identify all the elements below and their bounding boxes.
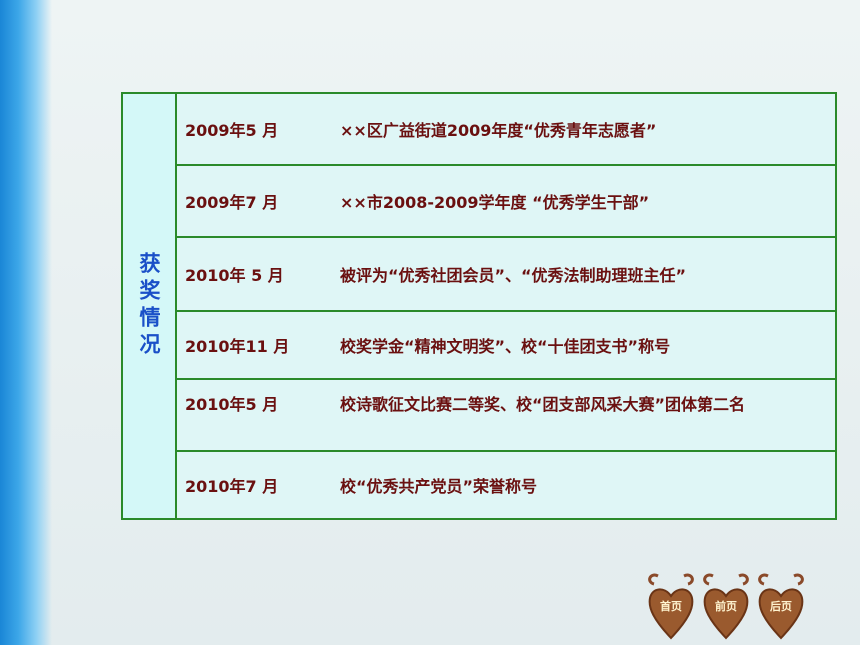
left-accent-bar	[0, 0, 52, 645]
award-date: 2010年 5 月	[185, 266, 284, 285]
award-date: 2010年5 月	[185, 395, 279, 414]
award-description: ××市2008-2009学年度 “优秀学生干部”	[340, 193, 650, 212]
home-button[interactable]: 首页	[644, 568, 698, 644]
award-date: 2010年11 月	[185, 337, 290, 356]
table-row: 2009年5 月 ××区广益街道2009年度“优秀青年志愿者”	[177, 94, 835, 166]
table-row: 2010年 5 月 被评为“优秀社团会员”、“优秀法制助理班主任”	[177, 238, 835, 312]
table-row: 2010年5 月 校诗歌征文比赛二等奖、校“团支部风采大赛”团体第二名	[177, 380, 835, 452]
prev-label: 前页	[715, 600, 737, 613]
next-label: 后页	[770, 600, 792, 613]
award-date: 2010年7 月	[185, 477, 279, 496]
table-row: 2010年7 月 校“优秀共产党员”荣誉称号	[177, 452, 835, 518]
award-description: ××区广益街道2009年度“优秀青年志愿者”	[340, 121, 657, 140]
awards-side-header: 获奖情况	[123, 94, 177, 518]
award-row-text: 2010年5 月 校诗歌征文比赛二等奖、校“团支部风采大赛”团体第二名	[185, 394, 825, 416]
next-button[interactable]: 后页	[754, 568, 808, 644]
heart-ornament-icon	[758, 573, 804, 640]
award-description: 校“优秀共产党员”荣誉称号	[340, 477, 538, 496]
awards-table: 获奖情况 2009年5 月 ××区广益街道2009年度“优秀青年志愿者” 200…	[121, 92, 837, 520]
awards-rows: 2009年5 月 ××区广益街道2009年度“优秀青年志愿者” 2009年7 月…	[177, 94, 835, 518]
table-row: 2009年7 月 ××市2008-2009学年度 “优秀学生干部”	[177, 166, 835, 238]
award-date: 2009年5 月	[185, 121, 279, 140]
home-label: 首页	[660, 600, 682, 613]
prev-button[interactable]: 前页	[699, 568, 753, 644]
awards-side-label: 获奖情况	[137, 252, 161, 360]
heart-ornament-icon	[648, 573, 694, 640]
heart-ornament-icon	[703, 573, 749, 640]
award-date: 2009年7 月	[185, 193, 279, 212]
table-row: 2010年11 月 校奖学金“精神文明奖”、校“十佳团支书”称号	[177, 312, 835, 380]
award-description: 被评为“优秀社团会员”、“优秀法制助理班主任”	[340, 266, 687, 285]
award-description: 校奖学金“精神文明奖”、校“十佳团支书”称号	[340, 337, 671, 356]
award-description: 校诗歌征文比赛二等奖、校“团支部风采大赛”团体第二名	[340, 395, 746, 414]
